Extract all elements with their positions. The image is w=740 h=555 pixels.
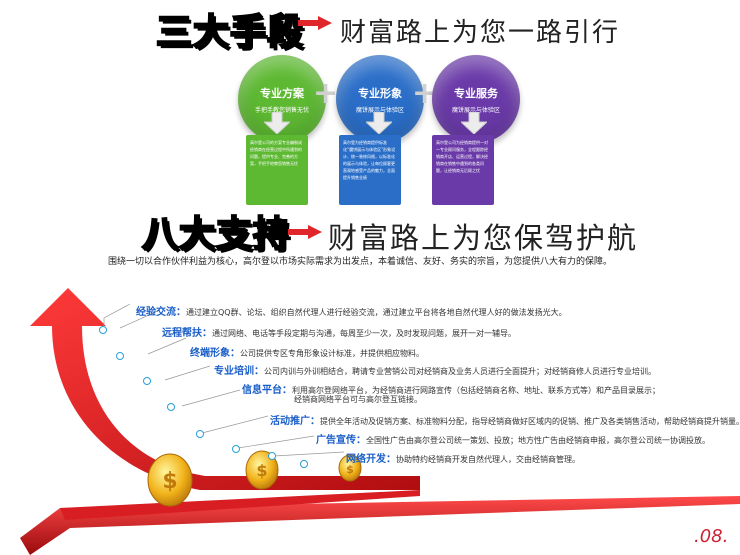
bullet-dot <box>143 377 151 385</box>
support-item-7: 广告宣传：全国性广告由高尔登公司统一策划、投放；地方性广告由经销商申报，高尔登公… <box>316 431 710 446</box>
bullet-dot <box>232 445 240 453</box>
support-item-2: 远程帮扶：通过网络、电话等手段定期与沟通，每周至少一次，及时发现问题，展开一对一… <box>162 324 516 339</box>
support-label: 专业培训： <box>214 366 264 377</box>
support-text: 全国性广告由高尔登公司统一策划、投放；地方性广告由经销商申报，高尔登公司统一协调… <box>366 436 710 445</box>
bullet-dot <box>99 326 107 334</box>
headline1-badge: 三大手段 <box>155 11 305 54</box>
bullet-dot <box>300 460 308 468</box>
support-text: 通过建立QQ群、论坛、组织自然代理人进行经验交流，通过建立平台将各地自然代理人好… <box>186 308 567 317</box>
bullet-dot <box>167 403 175 411</box>
headline2-badge: 八大支持 <box>141 213 291 256</box>
headline2-text: 财富路上为您保驾护航 <box>328 221 639 255</box>
bullet-dot <box>268 452 276 460</box>
headline1-text: 财富路上为您一路引行 <box>340 18 621 48</box>
support-item-1: 经验交流：通过建立QQ群、论坛、组织自然代理人进行经验交流，通过建立平台将各地自… <box>136 303 567 318</box>
down-arrow-icon <box>461 112 487 134</box>
growth-arrow-graphic: $ $ $ <box>20 288 740 555</box>
support-item-4: 专业培训：公司内训与外训相结合，聘请专业营销公司对经销商及业务人员进行全面提升；… <box>214 362 656 377</box>
support-label: 活动推广： <box>270 416 320 427</box>
support-text: 公司提供专区专角形象设计标准，并提供相应物料。 <box>240 349 424 358</box>
service-subtitle: 魔饼展示与体验区 <box>451 106 500 114</box>
support-label: 经验交流： <box>136 307 186 318</box>
support-item-3: 终端形象：公司提供专区专角形象设计标准，并提供相应物料。 <box>190 344 424 359</box>
svg-text:$: $ <box>346 463 354 476</box>
page-number: .08. <box>694 526 729 547</box>
down-arrow-icon <box>264 112 290 134</box>
support-item-5: 信息平台：利用高尔登网络平台，为经销商进行网路宣传（包括经销商名称、地址、联系方… <box>242 381 660 396</box>
service-card-2: 高尔登为经销商提供标准化“魔饼展示与体验区”形象设计、统一装修风格，以标准化的展… <box>339 135 401 205</box>
service-subtitle: 手把手教您销售无忧 <box>254 106 309 114</box>
support-label: 远程帮扶： <box>162 328 212 339</box>
support-label: 信息平台： <box>242 385 292 396</box>
service-card-1: 高尔登公司的方案专业编制成经销商在经营过程中所遇到的问题，提供专业、完善的方案，… <box>246 135 308 205</box>
support-text: 通过网络、电话等手段定期与沟通，每周至少一次，及时发现问题，展开一对一辅导。 <box>212 329 516 338</box>
support-text: 提供全年活动及促销方案、标准物料分配，指导经销商做好区域内的促销、推广及各类销售… <box>320 417 740 426</box>
page-number-value: 08 <box>699 526 723 547</box>
red-arrow-icon <box>288 225 322 239</box>
support-label: 网络开发： <box>346 454 396 465</box>
support-text: 协助特约经销商开发自然代理人，交由经销商管理。 <box>396 455 580 464</box>
svg-text:$: $ <box>162 469 177 494</box>
bullet-dot <box>196 430 204 438</box>
service-title: 专业方案 <box>260 86 304 100</box>
intro-text: 围绕一切以合作伙伴利益为核心，高尔登以市场实际需求为出发点，本着诚信、友好、务实… <box>108 257 613 267</box>
svg-text:$: $ <box>256 461 267 480</box>
support-item-6: 活动推广：提供全年活动及促销方案、标准物料分配，指导经销商做好区域内的促销、推广… <box>270 412 740 427</box>
support-item-5-line2: 经销商网络平台可与高尔登互链接。 <box>294 395 422 404</box>
service-card-3: 高尔登公司为经销商提供一对一专业顾问服务，全程跟踪经销商开店、运营过程，解决经销… <box>432 135 494 205</box>
support-item-8: 网络开发：协助特约经销商开发自然代理人，交由经销商管理。 <box>346 450 580 465</box>
support-label: 终端形象： <box>190 348 240 359</box>
service-title: 专业形象 <box>358 86 402 100</box>
bullet-dot <box>116 352 124 360</box>
support-label: 广告宣传： <box>316 435 366 446</box>
support-text: 公司内训与外训相结合，聘请专业营销公司对经销商及业务人员进行全面提升；对经销商修… <box>264 367 656 376</box>
down-arrow-icon <box>366 112 392 134</box>
support-text: 利用高尔登网络平台，为经销商进行网路宣传（包括经销商名称、地址、联系方式等）和产… <box>292 386 660 395</box>
red-arrow-icon <box>298 16 332 30</box>
plus-icon: + <box>313 76 339 111</box>
service-title: 专业服务 <box>454 86 498 100</box>
service-subtitle: 魔饼展示与体验区 <box>355 106 404 114</box>
